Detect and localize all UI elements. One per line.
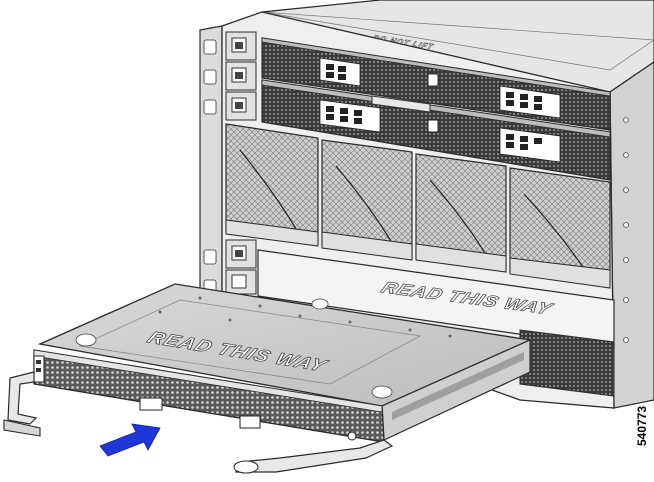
ejector-lever-left[interactable] (7, 371, 38, 425)
cover-screw (371, 385, 393, 399)
fan-tray-row (225, 123, 611, 289)
fan-tray (321, 139, 413, 261)
psu-module (225, 31, 257, 61)
psu-module (225, 61, 257, 91)
psu-module (225, 239, 257, 269)
chassis-right-side (609, 61, 654, 409)
psu-stack (225, 31, 257, 295)
line-card-middle (261, 79, 611, 181)
panel-latch[interactable] (239, 415, 261, 429)
arrow-icon (99, 423, 161, 457)
ejector-lever-right[interactable] (235, 439, 394, 473)
cover-screw (75, 333, 97, 347)
psu-module (225, 269, 257, 295)
psu-module (225, 91, 257, 121)
fan-tray (225, 123, 319, 247)
fan-tray (509, 167, 611, 289)
fan-tray (415, 153, 507, 273)
chassis: DO NOT LIFT (199, 0, 654, 409)
figure-number: 540773 (635, 406, 649, 446)
line-card-inserting: READ THIS WAY (3, 283, 533, 474)
cover-screw (311, 298, 329, 310)
panel-latch[interactable] (139, 397, 163, 411)
line-card-top (261, 37, 611, 131)
